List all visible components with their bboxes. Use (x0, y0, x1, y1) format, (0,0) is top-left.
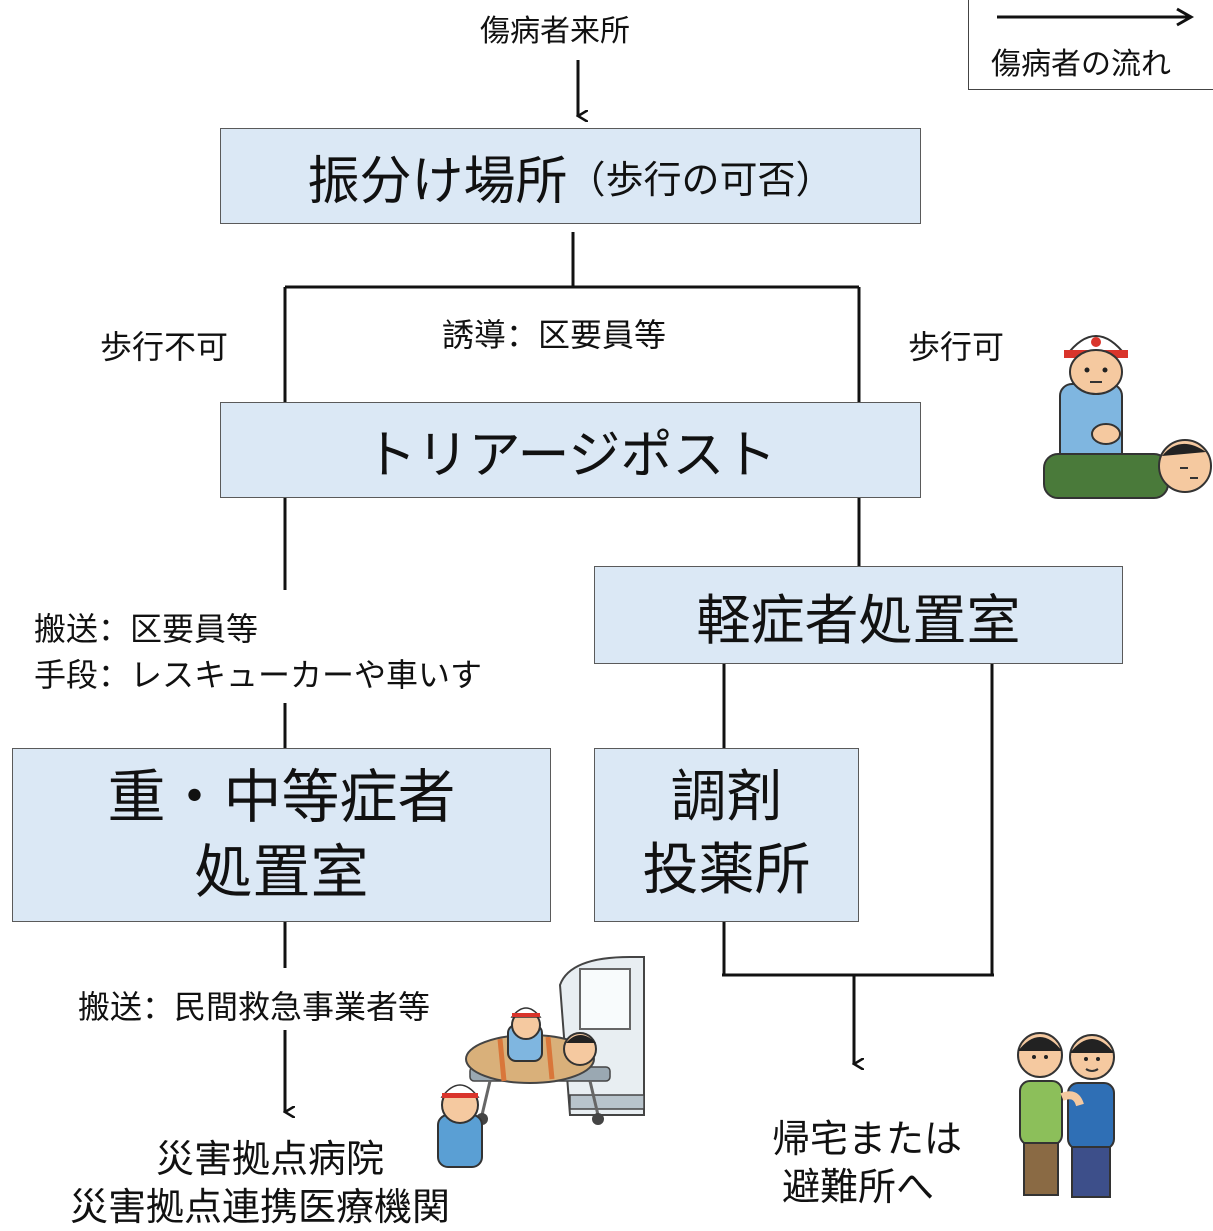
rescuer-with-patient-illustration (1043, 335, 1212, 499)
triage-place-subtitle: （歩行の可否） (567, 157, 834, 202)
severe-room-title-line1: 重・中等症者 (107, 762, 456, 831)
minor-treatment-room-title: 軽症者処置室 (696, 588, 1021, 652)
triage-place-box: 振分け場所 （歩行の可否） (220, 128, 921, 224)
severe-room-title-line2: 処置室 (194, 838, 369, 906)
hospital-label-line1: 災害拠点病院 (156, 1137, 385, 1181)
home-label-line1: 帰宅または (772, 1117, 963, 1161)
legend: 傷病者の流れ (968, 0, 1213, 90)
transport1-label-line2: 手段：レスキューカーや車いす (34, 656, 483, 694)
legend-label: 傷病者の流れ (991, 47, 1171, 82)
ambulance-stretcher-illustration (437, 956, 645, 1168)
minor-treatment-room-box: 軽症者処置室 (594, 566, 1123, 664)
pharmacy-title-line1: 調剤 (670, 765, 783, 831)
hospital-label-line2: 災害拠点連携医療機関 (70, 1185, 451, 1229)
pharmacy-title-line2: 投薬所 (642, 838, 811, 903)
triage-post-box: トリアージポスト (220, 402, 921, 498)
triage-place-title: 振分け場所 (307, 151, 568, 212)
guidance-label: 誘導：区要員等 (442, 316, 667, 354)
home-label-line2: 避難所へ (782, 1165, 935, 1209)
severe-treatment-room-box: 重・中等症者 処置室 (12, 748, 551, 922)
transport1-label-line1: 搬送：区要員等 (34, 610, 259, 648)
entry-label: 傷病者来所 (480, 14, 630, 49)
non-ambulatory-label: 歩行不可 (100, 328, 229, 366)
triage-post-title: トリアージポスト (364, 425, 777, 486)
walking-companions-illustration (1017, 1032, 1115, 1198)
pharmacy-box: 調剤 投薬所 (594, 748, 859, 922)
legend-arrow-icon (997, 7, 1195, 27)
ambulatory-label: 歩行可 (908, 328, 1005, 366)
transport2-label: 搬送：民間救急事業者等 (78, 988, 431, 1026)
